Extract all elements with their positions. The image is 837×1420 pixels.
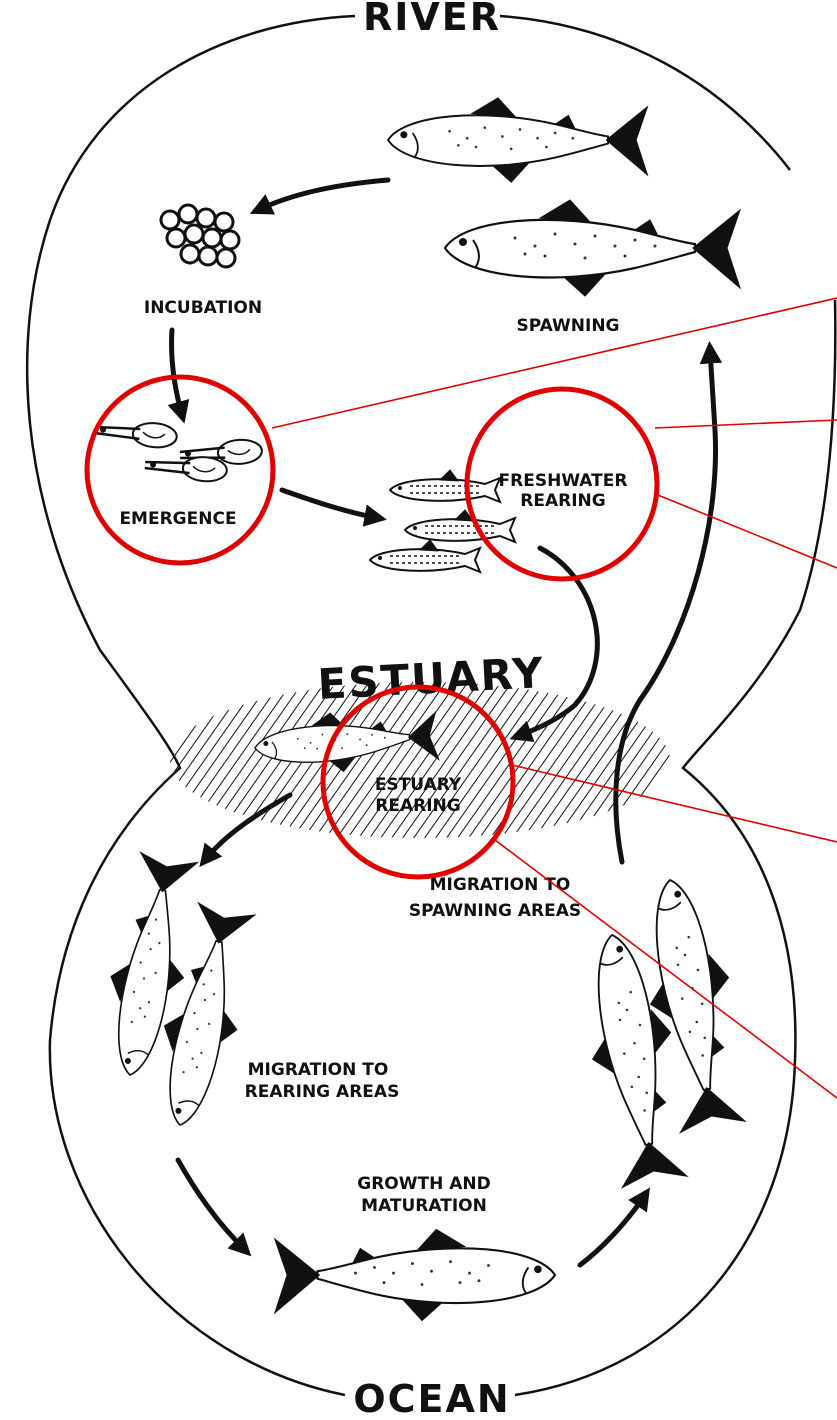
region-ocean: OCEAN (353, 1377, 510, 1420)
label-incubation: INCUBATION (144, 298, 262, 318)
label-migration-spawning-1: MIGRATION TO (430, 875, 571, 895)
label-migration-rearing-1: MIGRATION TO (248, 1060, 389, 1080)
spawning-fish-top (388, 98, 648, 182)
pointer-line-3 (658, 495, 837, 568)
label-migration-rearing-2: REARING AREAS (245, 1082, 400, 1102)
region-river: RIVER (363, 0, 501, 39)
label-growth-2: MATURATION (361, 1196, 487, 1216)
egg-cluster-icon (161, 205, 239, 267)
label-emergence: EMERGENCE (119, 509, 236, 529)
label-freshwater-1: FRESHWATER (499, 471, 628, 491)
label-estuary-rearing-2: REARING (375, 796, 460, 816)
freshwater-fry (370, 470, 515, 572)
pointer-line-2 (655, 420, 837, 428)
label-estuary-rearing-1: ESTUARY (375, 775, 462, 795)
label-growth-1: GROWTH AND (357, 1174, 491, 1194)
pointer-line-5 (495, 840, 837, 1098)
estuary-hatching (150, 670, 690, 850)
label-freshwater-2: REARING (520, 491, 605, 511)
spawning-fish-bottom (445, 200, 740, 296)
emergence-alevins (94, 418, 263, 483)
label-migration-spawning-2: SPAWNING AREAS (409, 901, 581, 921)
label-spawning: SPAWNING (516, 316, 619, 336)
maturing-fish (275, 1229, 555, 1320)
